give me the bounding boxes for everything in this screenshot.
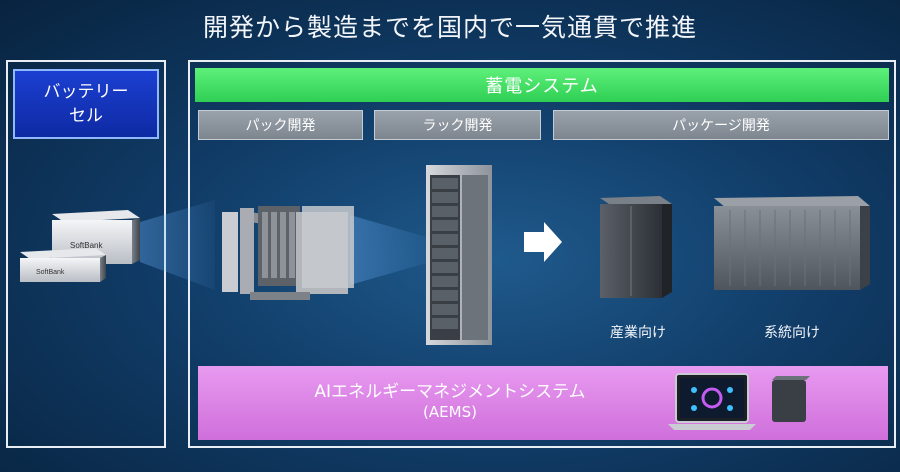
- aems-title: AIエネルギーマネジメントシステム: [314, 382, 586, 402]
- page-title: 開発から製造までを国内で一気通貫で推進: [202, 13, 697, 42]
- grid-use-label: 系統向け: [764, 325, 820, 341]
- battery-cell-large-icon: SoftBank: [52, 210, 140, 264]
- battery-cell-label-line1: バッテリー: [43, 82, 129, 102]
- softbank-logo-cell-1: SoftBank: [70, 241, 103, 250]
- controller-box-icon: [772, 376, 810, 422]
- energy-storage-system-bar: 蓄電システム: [195, 68, 889, 102]
- pack-development-box: パック開発: [198, 110, 363, 140]
- laptop-icon: [668, 373, 756, 430]
- pack-to-rack-beam: [350, 215, 430, 285]
- softbank-logo-cell-2: SoftBank: [36, 269, 65, 276]
- battery-rack-icon: [426, 165, 492, 345]
- industrial-use-label: 産業向け: [610, 325, 666, 341]
- rack-development-box: ラック開発: [374, 110, 541, 140]
- battery-pack-exploded-icon: [222, 206, 354, 300]
- grid-container-icon: [714, 196, 870, 290]
- battery-cell-label-line2: セル: [69, 106, 103, 126]
- package-development-box: パッケージ開発: [553, 110, 889, 140]
- aems-subtitle: (AEMS): [423, 403, 477, 421]
- industrial-cabinet-icon: [600, 196, 672, 298]
- cell-to-pack-beam: [140, 200, 215, 290]
- battery-cell-label: バッテリー セル: [13, 69, 159, 139]
- battery-cell-small-icon: SoftBank: [20, 248, 106, 282]
- right-arrow-icon: [524, 222, 562, 262]
